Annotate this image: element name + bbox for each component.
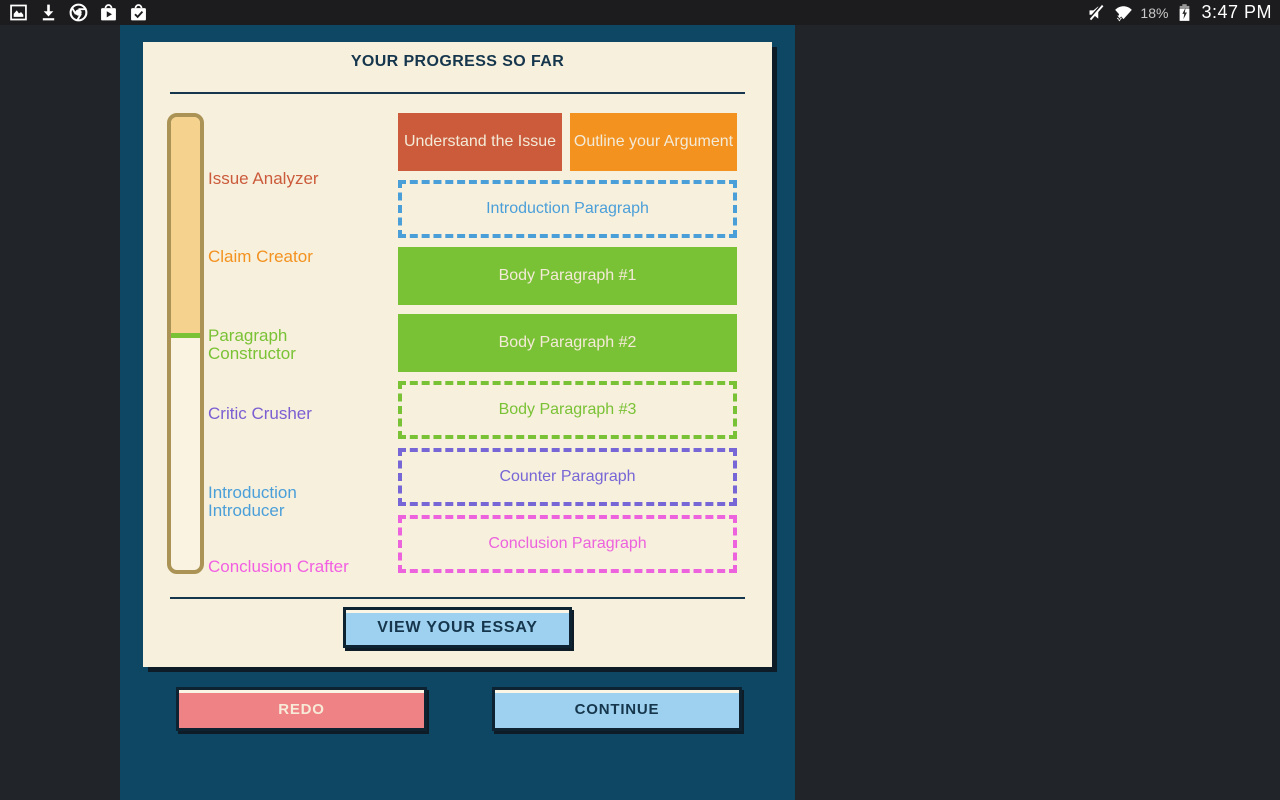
progress-meter: [167, 113, 204, 574]
step-counter-paragraph: Counter Paragraph: [398, 448, 737, 506]
milestone-issue-analyzer: Issue Analyzer: [208, 169, 319, 188]
clock: 3:47 PM: [1201, 2, 1272, 22]
step-outline-your-argument: Outline your Argument: [570, 113, 737, 171]
progress-meter-fill: [171, 117, 200, 338]
milestone-critic-crusher: Critic Crusher: [208, 404, 312, 423]
progress-card: YOUR PROGRESS SO FAR Issue Analyzer Clai…: [143, 42, 772, 667]
view-essay-button[interactable]: VIEW YOUR ESSAY: [343, 607, 572, 648]
notification-icons: [8, 2, 149, 23]
mute-icon: [1088, 4, 1104, 21]
milestone-claim-creator: Claim Creator: [208, 247, 313, 266]
divider: [170, 597, 745, 599]
play-store-icon: [101, 4, 116, 21]
screenshot-icon: [10, 4, 27, 21]
divider: [170, 92, 745, 94]
download-icon: [42, 4, 55, 21]
page-title: YOUR PROGRESS SO FAR: [350, 53, 565, 70]
system-status-icons: 18% 3:47 PM: [1086, 2, 1272, 23]
step-introduction-paragraph: Introduction Paragraph: [398, 180, 737, 238]
step-body-paragraph-3: Body Paragraph #3: [398, 381, 737, 439]
step-understand-the-issue: Understand the Issue: [398, 113, 562, 171]
essay-steps-list: Understand the Issue Outline your Argume…: [398, 113, 737, 573]
step-row: Understand the Issue Outline your Argume…: [398, 113, 737, 171]
chrome-icon: [69, 3, 88, 22]
continue-button[interactable]: CONTINUE: [492, 687, 742, 731]
wifi-icon: [1115, 6, 1133, 22]
battery-percent: 18%: [1140, 4, 1169, 21]
milestone-paragraph-constructor: Paragraph Constructor: [208, 326, 296, 363]
battery-charging-icon: [1180, 4, 1190, 21]
step-body-paragraph-2: Body Paragraph #2: [398, 314, 737, 372]
step-body-paragraph-1: Body Paragraph #1: [398, 247, 737, 305]
android-status-bar[interactable]: 18% 3:47 PM: [0, 0, 1280, 25]
step-conclusion-paragraph: Conclusion Paragraph: [398, 515, 737, 573]
milestone-introduction-introducer: Introduction Introducer: [208, 483, 297, 520]
play-store-check-icon: [131, 4, 146, 21]
milestone-conclusion-crafter: Conclusion Crafter: [208, 557, 349, 576]
redo-button[interactable]: REDO: [176, 687, 427, 731]
